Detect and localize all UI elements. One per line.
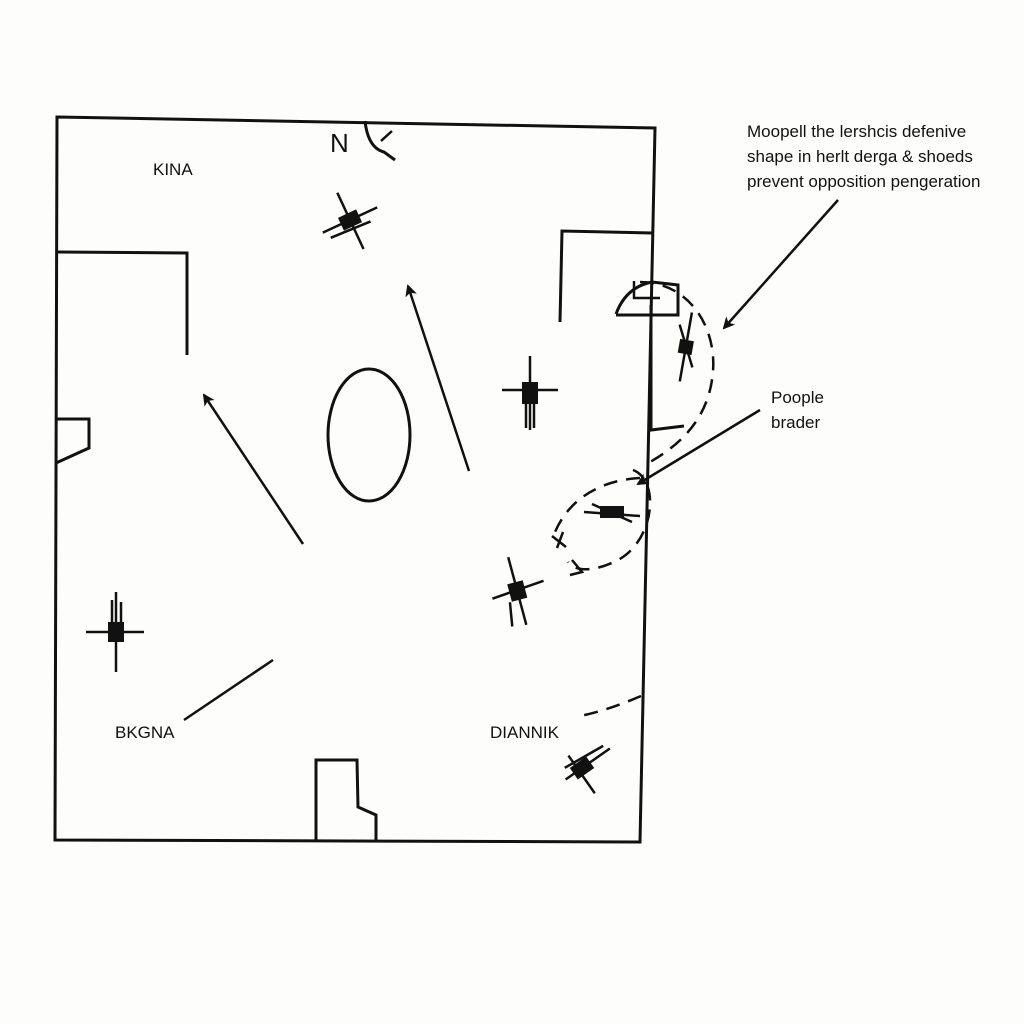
player-top-center (322, 192, 378, 250)
annotation-top-note: Moopell the lershcis defenive shape in h… (747, 119, 980, 194)
top-arc (363, 120, 396, 162)
loop-arrow-head (569, 559, 585, 577)
annotation-side-line-2: brader (771, 413, 821, 432)
annotation-arrow-top (722, 199, 839, 330)
label-north: N (330, 128, 349, 158)
player-right-runner (583, 502, 641, 524)
annotation-top-line-1: Moopell the lershcis defenive (747, 122, 967, 141)
player-bottom-right (491, 556, 544, 627)
label-bottom-left: BKGNA (115, 723, 175, 742)
pitch-outline (53, 115, 657, 844)
movement-arrow-left (202, 393, 305, 545)
right-goal-frame (649, 305, 685, 432)
player-corner (564, 744, 611, 794)
bottom-goal (314, 758, 378, 842)
player-right-goal (677, 312, 694, 382)
annotation-side-note: Poople brader (771, 385, 824, 435)
annotation-arrow-side (636, 408, 761, 486)
left-penalty-box (56, 250, 189, 355)
annotation-side-line-1: Poople (771, 388, 824, 407)
player-left (86, 592, 144, 672)
left-goal (55, 417, 91, 465)
center-circle (326, 367, 412, 503)
top-arc-tick (380, 130, 393, 142)
dashed-run-loop (550, 476, 641, 541)
loop-mark (551, 531, 567, 549)
right-penalty-box (558, 229, 653, 323)
dashed-run-upper (639, 280, 715, 464)
annotation-top-line-3: prevent opposition pengeration (747, 172, 981, 191)
bottom-left-pointer (183, 658, 274, 722)
annotation-top-line-2: shape in herlt derga & shoeds (747, 147, 973, 166)
label-bottom-right: DIANNIK (490, 723, 559, 742)
right-goal-inner (632, 281, 660, 300)
right-goal-arc (614, 280, 680, 317)
player-center-right (502, 356, 558, 430)
movement-arrow-center (405, 284, 471, 472)
label-top-left: KINA (153, 160, 193, 179)
dashed-run-corner (579, 694, 642, 718)
